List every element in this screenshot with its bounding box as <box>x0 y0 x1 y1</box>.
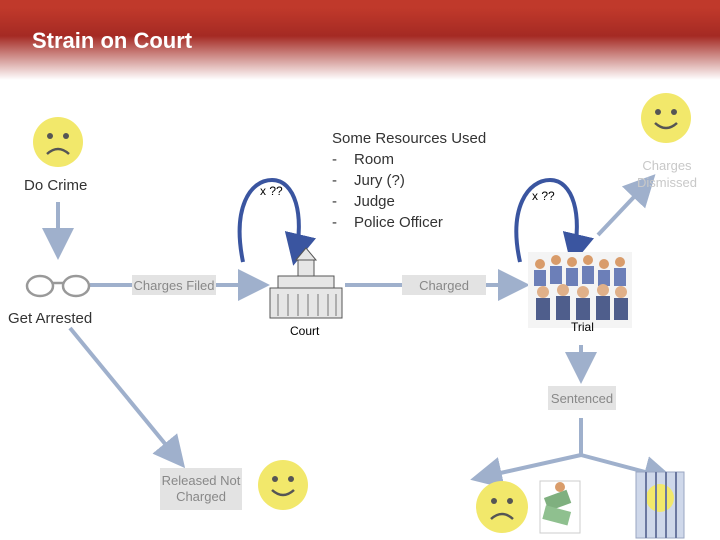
arrow-to-sad <box>470 453 582 489</box>
get-arrested-label: Get Arrested <box>8 310 93 327</box>
resources-list: Some Resources Used -Room -Jury (?) -Jud… <box>332 128 486 233</box>
sad-face-icon <box>33 117 83 167</box>
trial-loop-arrow <box>514 177 595 266</box>
courthouse-icon <box>269 247 343 319</box>
sentenced-box: Sentenced <box>548 386 616 410</box>
trial-label: Trial <box>571 320 594 334</box>
resource-item: -Judge <box>332 193 395 210</box>
charges-filed-box: Charges Filed <box>132 275 216 295</box>
resources-heading: Some Resources Used <box>332 130 487 147</box>
sad-face-icon <box>476 481 528 533</box>
court-label: Court <box>290 324 320 338</box>
slide-title: Strain on Court <box>32 28 193 53</box>
loop-multiplier-right: x ?? <box>532 189 555 203</box>
do-crime-label: Do Crime <box>24 177 88 194</box>
charges-dismissed-label: Charges Dismissed <box>637 158 697 190</box>
handcuffs-icon <box>25 274 91 298</box>
arrow-to-released <box>68 326 186 469</box>
resource-item: -Room <box>332 151 395 168</box>
charged-box: Charged <box>402 275 486 295</box>
resource-item: -Police Officer <box>332 214 443 231</box>
happy-face-icon <box>258 460 308 510</box>
prison-icon <box>635 471 685 539</box>
loop-multiplier-left: x ?? <box>260 184 283 198</box>
jury-icon <box>528 252 632 328</box>
money-icon <box>539 480 581 534</box>
resource-item: -Jury (?) <box>332 172 405 189</box>
happy-face-icon <box>641 93 691 143</box>
released-not-charged-box: Released Not Charged <box>160 468 242 510</box>
court-loop-arrow <box>237 177 317 266</box>
arrow-to-dismissed <box>596 174 656 237</box>
title-bar <box>0 0 720 80</box>
